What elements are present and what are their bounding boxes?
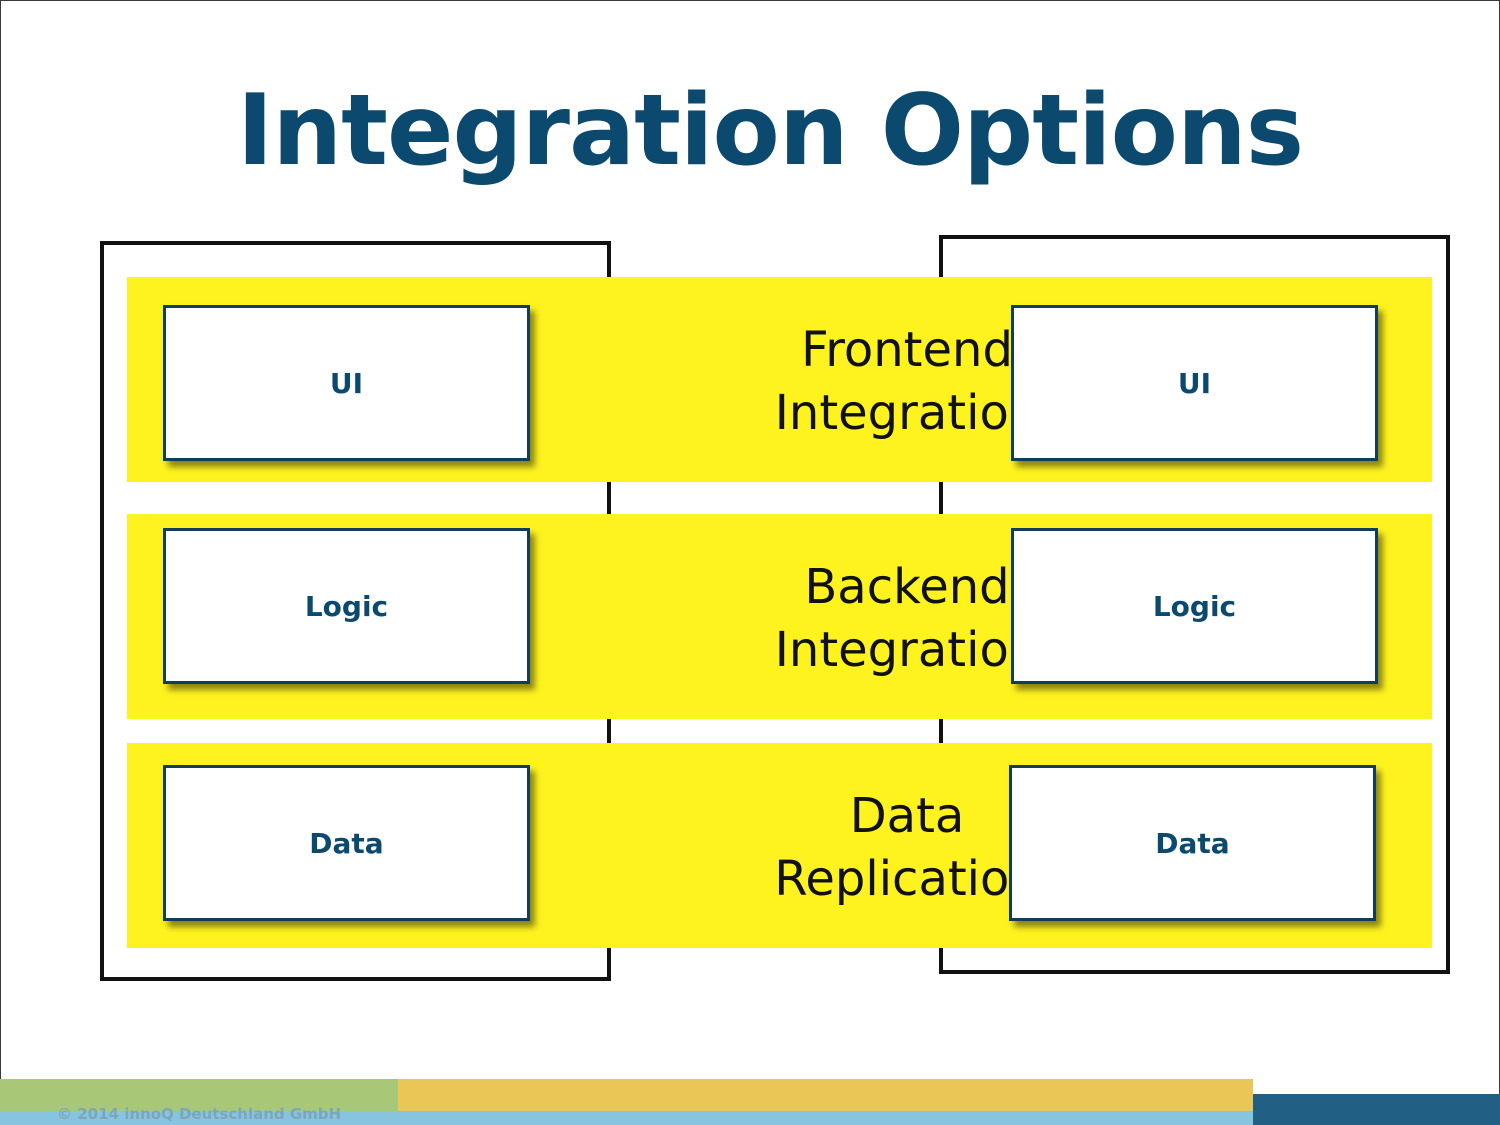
band-label-line1: Backend — [804, 559, 1010, 615]
right-data-box: Data — [1009, 765, 1376, 921]
left-data-box: Data — [163, 765, 530, 921]
footer-stripe-gold — [398, 1079, 1253, 1111]
band-label-line2: Replication — [774, 851, 1040, 907]
band-label-data: Data Replication — [717, 785, 1097, 911]
band-label-line1: Data — [849, 788, 965, 844]
left-logic-box: Logic — [163, 528, 530, 684]
left-ui-box: UI — [163, 305, 530, 461]
right-logic-box: Logic — [1011, 528, 1378, 684]
band-data-replication: Data Data Replication Data — [127, 743, 1432, 948]
band-frontend-integration: UI Frontend Integration UI — [127, 277, 1432, 482]
band-label-line2: Integration — [774, 622, 1040, 678]
band-backend-integration: Logic Backend Integration Logic — [127, 514, 1432, 719]
band-label-backend: Backend Integration — [717, 556, 1097, 682]
right-ui-box: UI — [1011, 305, 1378, 461]
footer-stripe-light-blue — [0, 1111, 1253, 1125]
footer-stripe-green — [0, 1079, 398, 1111]
band-label-line2: Integration — [774, 385, 1040, 441]
footer-stripe-navy — [1253, 1094, 1500, 1125]
slide-title: Integration Options — [236, 74, 1304, 188]
copyright-text: © 2014 innoQ Deutschland GmbH — [57, 1105, 342, 1123]
band-label-line1: Frontend — [801, 322, 1013, 378]
band-label-frontend: Frontend Integration — [717, 319, 1097, 445]
